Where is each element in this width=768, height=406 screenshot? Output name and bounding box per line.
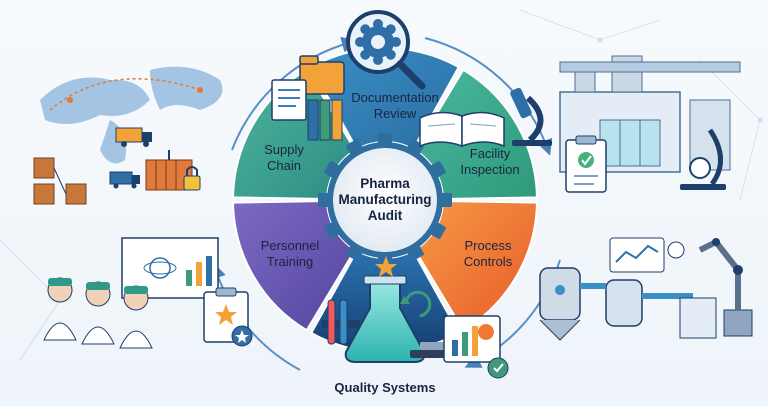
personnel-label-line1: Personnel xyxy=(261,238,320,253)
flask-icon xyxy=(344,256,426,363)
tank-icon xyxy=(539,267,643,341)
robot-arm-icon xyxy=(679,238,753,339)
truck-icon xyxy=(109,127,152,189)
refresh-icon xyxy=(400,290,432,318)
book-icon xyxy=(419,111,505,148)
checklist-icon xyxy=(565,135,607,193)
supply-label-line1: Supply xyxy=(264,142,304,157)
worker-icon xyxy=(43,277,153,349)
lock-icon xyxy=(183,166,201,191)
microscope-icon xyxy=(510,87,552,146)
documentation-label-line1: Documentation xyxy=(351,90,438,105)
center-title-line3: Audit xyxy=(368,208,403,223)
center-title-line2: Manufacturing xyxy=(339,192,432,207)
test-tubes-icon xyxy=(322,299,360,345)
center-title-line1: Pharma xyxy=(360,176,410,191)
presentation-board-icon xyxy=(121,237,219,299)
star-clipboard-icon xyxy=(203,287,253,347)
award-icon xyxy=(487,357,509,379)
process-label-line1: Process xyxy=(465,238,512,253)
scale-icon xyxy=(410,342,454,358)
facility-label-line2: Inspection xyxy=(460,162,519,177)
dashboard-icon xyxy=(443,315,501,363)
supply-label-line2: Chain xyxy=(267,158,301,173)
facility-label-line1: Facility xyxy=(470,146,511,161)
world-map-icon xyxy=(40,66,223,164)
center-gear-icon xyxy=(318,133,452,267)
folder-icon xyxy=(271,55,345,141)
documentation-label-line2: Review xyxy=(374,106,417,121)
personnel-label-line2: Training xyxy=(267,254,313,269)
crate-icon xyxy=(33,157,87,205)
gear-icon xyxy=(355,19,401,65)
process-label-line2: Controls xyxy=(464,254,513,269)
microscope-small-icon xyxy=(680,128,726,190)
quality-systems-label: Quality Systems xyxy=(334,380,435,395)
